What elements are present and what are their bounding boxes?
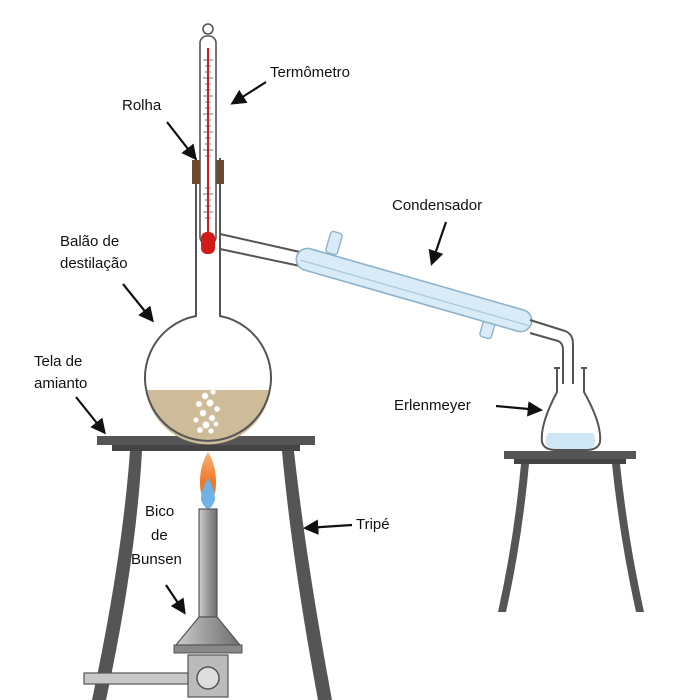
thermometer-ring: [202, 23, 214, 35]
label-burner-line2: de: [151, 527, 168, 544]
label-thermometer: Termômetro: [270, 64, 350, 81]
arrow-tripod: [302, 519, 353, 535]
flask-liquid: [145, 390, 271, 445]
thermometer: [199, 23, 217, 254]
thermometer-bulb: [201, 232, 215, 254]
label-condenser: Condensador: [392, 197, 482, 214]
condenser-outlet-tube: [529, 319, 574, 384]
arrow-stopper: [166, 121, 197, 161]
arrow-erlenmeyer: [495, 401, 544, 417]
arrow-thermometer: [230, 81, 267, 105]
arrow-flask: [122, 283, 154, 323]
tripod-top-lip: [112, 445, 300, 451]
arrow-gauze: [75, 396, 106, 435]
gas-inlet-tube: [83, 672, 189, 685]
label-erlenmeyer: Erlenmeyer: [394, 397, 471, 414]
label-flask-line2: destilação: [60, 255, 128, 272]
boiling-bubbles: [193, 389, 221, 434]
distillation-flask: [144, 158, 301, 445]
tripod-leg-right: [282, 451, 332, 700]
label-gauze-line2: amianto: [34, 375, 87, 392]
flask-side-arm: [219, 233, 301, 267]
condenser-nozzle-top: [325, 230, 343, 256]
erlenmeyer-outline: [540, 368, 602, 451]
flame-inner: [201, 478, 215, 509]
thermometer-scale: [203, 59, 213, 219]
burner-foot: [173, 644, 243, 654]
label-gauze-line1: Tela de: [34, 353, 82, 370]
tripod-leg-left: [92, 451, 142, 700]
arrow-condenser: [428, 221, 448, 266]
label-flask-line1: Balão de: [60, 233, 119, 250]
label-tripod: Tripé: [356, 516, 390, 533]
labels: Termômetro Rolha Balão de destilação Con…: [34, 64, 482, 568]
label-burner-line3: Bunsen: [131, 551, 182, 568]
condenser-jacket: [295, 247, 533, 333]
condenser-inner-tube: [299, 259, 531, 327]
stand-leg-right: [612, 464, 644, 612]
erlenmeyer-stand: [498, 451, 644, 612]
burner-tube: [198, 508, 218, 618]
arrow-burner: [165, 584, 186, 615]
flask-outline: [144, 158, 272, 442]
stand-top-lip: [514, 459, 626, 464]
label-burner-line1: Bico: [145, 503, 174, 520]
label-arrows: [75, 81, 544, 615]
stand-leg-left: [498, 464, 529, 612]
bunsen-burner: [83, 452, 243, 698]
condenser: [295, 230, 574, 384]
burner-base: [174, 616, 242, 646]
stand-top: [504, 451, 636, 459]
erlenmeyer-liquid: [545, 433, 596, 449]
label-stopper: Rolha: [122, 97, 162, 114]
erlenmeyer-flask: [540, 367, 602, 451]
burner-valve-knob: [196, 666, 220, 690]
